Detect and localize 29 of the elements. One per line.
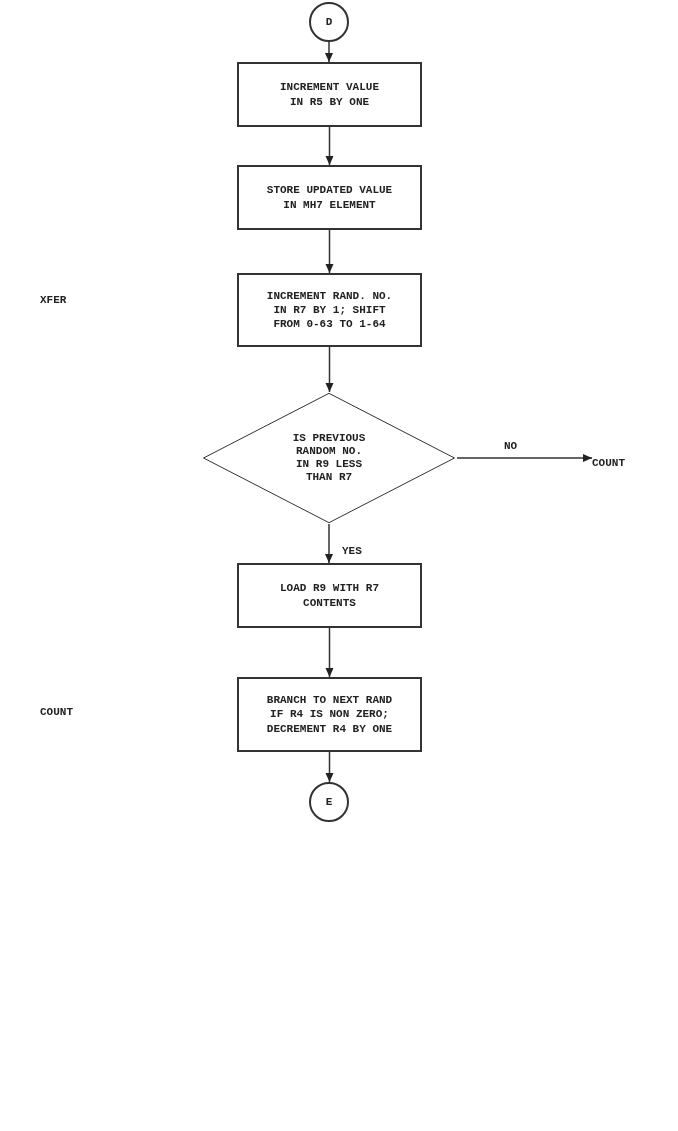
routine-label: COUNT	[40, 706, 73, 718]
label-text: COUNT	[592, 454, 652, 472]
node-text: INCREMENT RAND. NO. IN R7 BY 1; SHIFT FROM 0-63 TO 1-64	[265, 288, 394, 332]
edge-label: NO	[504, 440, 518, 452]
connector-circle	[309, 782, 349, 822]
process-box	[237, 165, 422, 230]
routine-label: XFER	[40, 294, 67, 306]
node-text: IS PREVIOUS RANDOM NO. IN R9 LESS THAN R7	[291, 431, 367, 485]
arrow	[325, 627, 334, 678]
arrow	[325, 126, 334, 166]
arrow	[325, 346, 334, 393]
node-text: E	[325, 796, 333, 808]
node-text: D	[325, 16, 333, 28]
node-text: STORE UPDATED VALUE IN MH7 ELEMENT	[265, 183, 394, 212]
process-box	[237, 62, 422, 127]
arrow	[325, 523, 333, 564]
arrow	[325, 229, 334, 274]
process-box	[237, 563, 422, 628]
decision-diamond	[201, 392, 457, 524]
arrow	[325, 751, 334, 783]
process-box	[237, 273, 422, 347]
node-text: BRANCH TO NEXT RAND IF R4 IS NON ZERO; DECREMENT R4 BY ONE	[265, 693, 394, 736]
edge-label: YES	[342, 545, 362, 557]
connector-circle	[309, 2, 349, 42]
arrow	[325, 41, 333, 63]
node-text: LOAD R9 WITH R7 CONTENTS	[279, 581, 380, 610]
process-box	[237, 677, 422, 752]
arrow	[456, 454, 593, 462]
node-text: INCREMENT VALUE IN R5 BY ONE	[279, 80, 380, 109]
